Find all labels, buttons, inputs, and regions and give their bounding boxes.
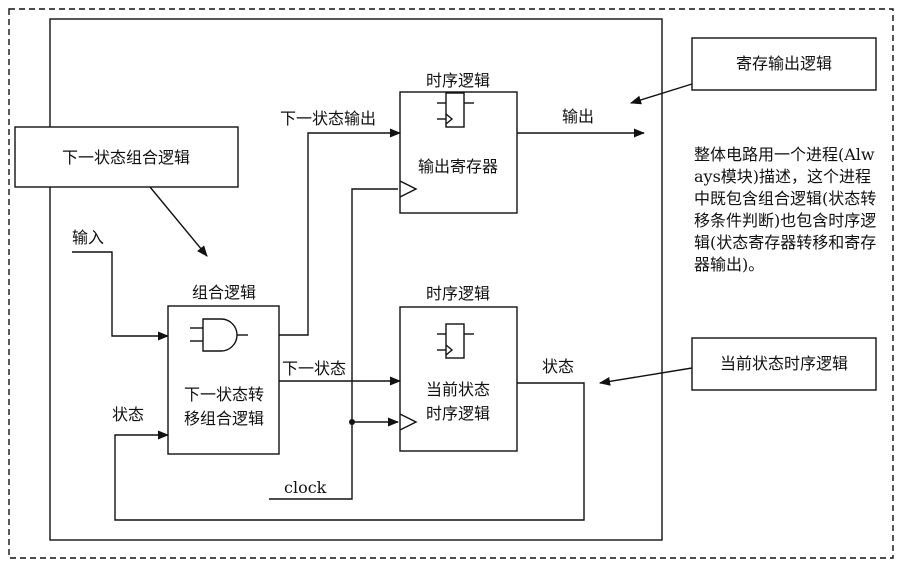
callout-arrow-output-reg (629, 83, 693, 105)
clock-input-triangle-top (399, 180, 418, 198)
reg-output-logic-label: 寄存输出逻辑 (736, 54, 832, 73)
callout-arrow-comb (149, 186, 208, 257)
current-state-register-block (399, 306, 518, 452)
clock-input-triangle-bottom (399, 413, 418, 431)
next-state-transition-line2: 移组合逻辑 (184, 409, 264, 428)
next-state-output-line (279, 128, 402, 336)
next-state-comb-logic-label: 下一状态组合逻辑 (62, 148, 190, 167)
input-label: 输入 (72, 228, 104, 247)
input-signal-line (72, 251, 170, 341)
comb-logic-title: 组合逻辑 (192, 283, 256, 302)
clock-line (269, 188, 398, 500)
current-state-label-line1: 当前状态 (426, 380, 490, 399)
next-state-transition-line1: 下一状态转 (184, 385, 264, 404)
current-state-seq-logic-callout (691, 337, 877, 391)
flip-flop-icon (437, 92, 474, 128)
callout-arrow-current-state (598, 367, 693, 386)
next-state-output-label: 下一状态输出 (280, 109, 376, 128)
next-state-label: 下一状态 (282, 359, 346, 378)
seq-logic-top-title: 时序逻辑 (426, 71, 490, 90)
current-state-seq-logic-label: 当前状态时序逻辑 (720, 354, 848, 373)
output-label: 输出 (562, 107, 594, 126)
state-feedback-line (114, 382, 585, 521)
process-frame (49, 18, 663, 541)
process-description-note: 整体电路用一个进程(Always模块)描述，这个进程中既包含组合逻辑(状态转移条… (694, 145, 877, 274)
comb-logic-block (167, 305, 280, 455)
clock-label: clock (284, 478, 327, 497)
seq-logic-bottom-title: 时序逻辑 (426, 284, 490, 303)
flip-flop-icon (437, 323, 474, 359)
state-label-right: 状态 (542, 357, 574, 376)
reg-output-logic-callout (691, 37, 877, 91)
next-state-comb-logic-callout (14, 126, 239, 188)
output-register-block (399, 91, 518, 214)
and-gate-icon (190, 318, 248, 352)
output-register-label: 输出寄存器 (418, 157, 498, 176)
outer-dashed-border (8, 8, 894, 559)
current-state-label-line2: 时序逻辑 (426, 404, 490, 423)
clock-junction-dot (349, 419, 355, 425)
state-label-left: 状态 (112, 405, 144, 424)
